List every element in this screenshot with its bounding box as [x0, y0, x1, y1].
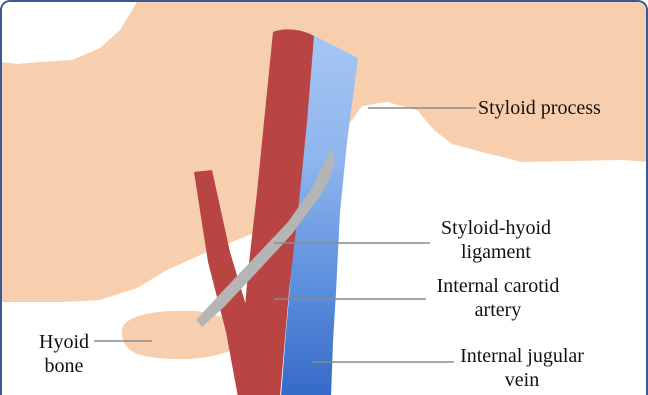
label-hyoid-bone: Hyoid bone	[32, 330, 96, 378]
label-internal-jugular-vein: Internal jugular vein	[452, 344, 592, 392]
label-styloid-hyoid-ligament: Styloid-hyoid ligament	[436, 216, 556, 264]
label-hyoid-bone-line1: Hyoid	[32, 330, 96, 354]
label-styloid-hyoid-ligament-line1: Styloid-hyoid	[436, 216, 556, 240]
label-internal-carotid-artery-line2: artery	[430, 298, 566, 322]
label-styloid-process: Styloid process	[478, 96, 601, 120]
label-styloid-hyoid-ligament-line2: ligament	[436, 240, 556, 264]
label-hyoid-bone-line2: bone	[32, 354, 96, 378]
label-internal-jugular-vein-line1: Internal jugular	[452, 344, 592, 368]
label-internal-carotid-artery: Internal carotid artery	[430, 274, 566, 322]
label-internal-jugular-vein-line2: vein	[452, 368, 592, 392]
label-internal-carotid-artery-line1: Internal carotid	[430, 274, 566, 298]
